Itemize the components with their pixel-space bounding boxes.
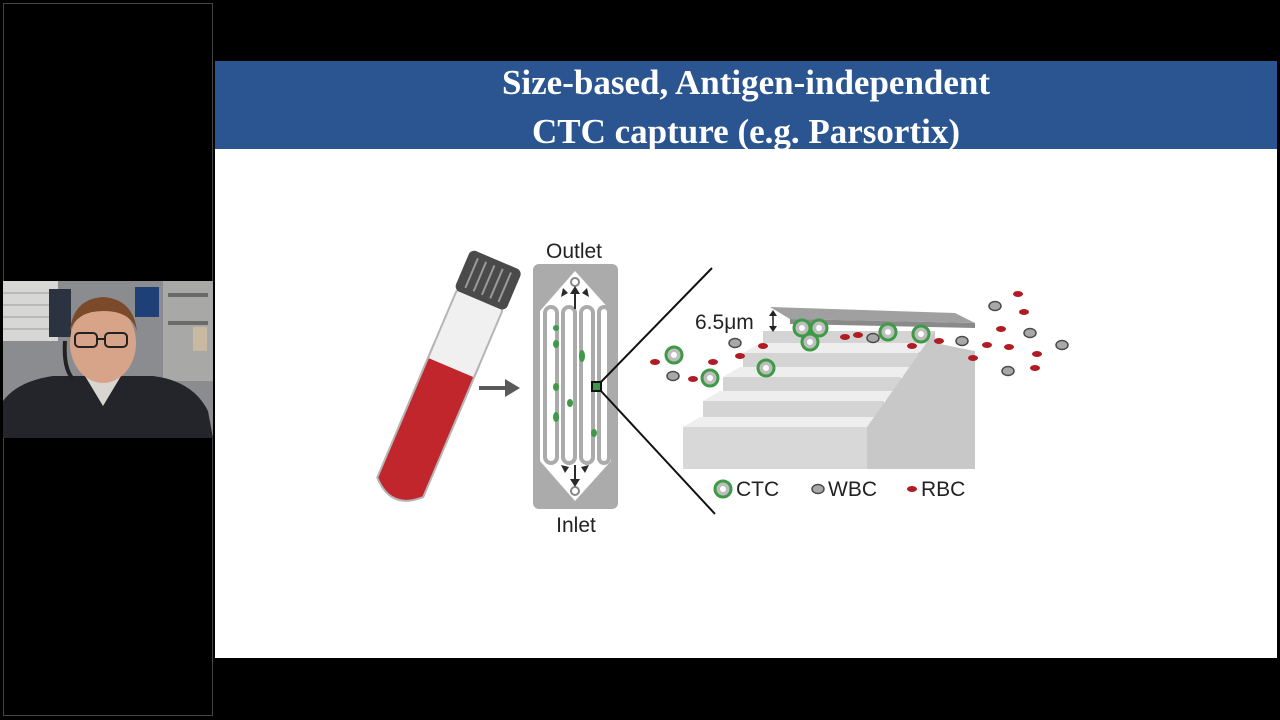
rbc-cell [1013,291,1023,297]
presentation-slide: Size-based, Antigen-independent CTC capt… [215,61,1277,658]
ctc-cell [664,345,684,365]
parsortix-cassette [533,264,618,509]
rbc-cell [650,359,660,365]
slide-title-bar: Size-based, Antigen-independent CTC capt… [215,61,1277,151]
wbc-cell [666,370,680,382]
rbc-cell [968,355,978,361]
rbc-cell [758,343,768,349]
inlet-label: Inlet [556,514,596,537]
rbc-cell [735,353,745,359]
window-blinds [3,281,58,341]
headset [62,340,77,383]
wbc-cell [988,300,1002,312]
parsortix-diagram: Outlet Inlet 6.5μm [376,240,1069,537]
flow-arrow-icon [479,379,520,397]
rbc-cell [907,343,917,349]
slide-title-line-1: Size-based, Antigen-independent [501,63,991,102]
wbc-cells [666,300,1069,382]
wbc-cell [866,332,880,344]
legend-wbc-label: WBC [828,478,877,501]
outlet-label: Outlet [546,240,602,263]
ctc-cell [809,318,829,338]
rbc-cell [982,342,992,348]
ctc-cell [800,332,820,352]
rbc-cell [853,332,863,338]
wbc-cell [728,337,742,349]
rbc-cell [996,326,1006,332]
ctc-cells [664,318,931,388]
rbc-cell [688,376,698,382]
rbc-cell [708,359,718,365]
ctc-cell [756,358,776,378]
legend-ctc: CTC [713,478,779,501]
gap-size-label: 6.5μm [695,311,754,334]
rbc-cell [840,334,850,340]
legend-rbc-label: RBC [921,478,965,501]
rbc-cell [1004,344,1014,350]
blood-tube-icon [376,250,521,502]
wbc-cell [1001,365,1015,377]
zoom-region-marker [591,381,602,392]
monitor-left [49,289,71,337]
speaker-suit [3,376,213,438]
ctc-cell [911,324,931,344]
legend-ctc-label: CTC [736,478,779,501]
legend-rbc: RBC [907,478,965,501]
monitor-right [135,287,159,317]
rbc-cell [1032,351,1042,357]
wbc-cell [1023,327,1037,339]
slide-title-line-2: CTC capture (e.g. Parsortix) [532,112,960,151]
zoom-line-top [600,267,713,383]
webcam-scene [3,281,213,438]
rbc-cell [1030,365,1040,371]
wbc-cell [955,335,969,347]
rbc-legend-icon [907,486,917,492]
legend-wbc: WBC [811,478,877,501]
wbc-cell [1055,339,1069,351]
gap-arrow-icon [769,310,777,332]
wbc-legend-icon [811,483,825,495]
zoom-line-bottom [600,390,716,515]
ctc-cell [878,322,898,342]
speaker-face [70,303,136,383]
rbc-cell [1019,309,1029,315]
speaker-hair [70,297,137,331]
ctc-cell [700,368,720,388]
rbc-cells [650,291,1042,382]
rbc-cell [934,338,944,344]
legend: CTC WBC RBC [713,478,965,501]
speaker-webcam-video [3,281,213,438]
